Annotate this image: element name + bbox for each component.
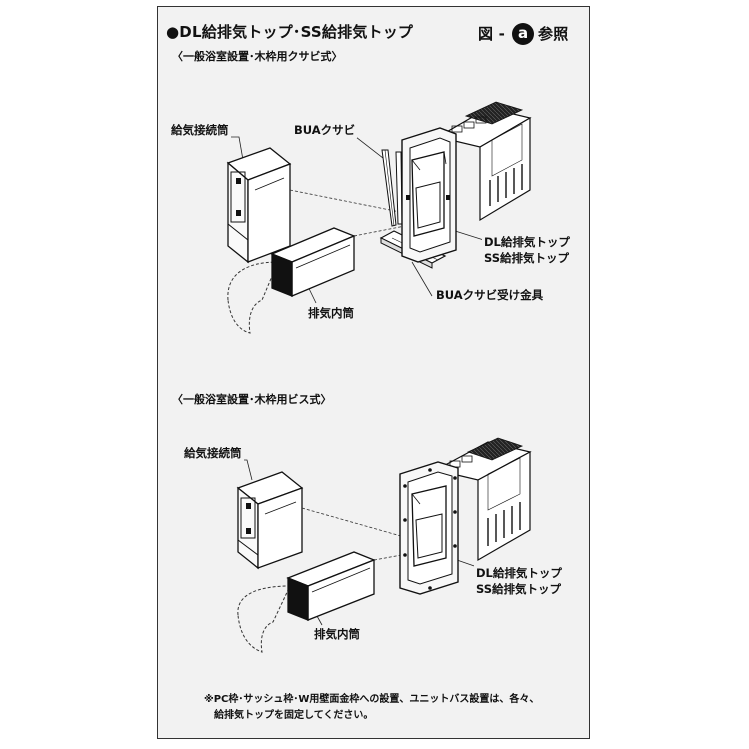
supply-connection-box-1	[226, 147, 292, 264]
section1-subtitle: 〈一般浴室設置･木枠用クサビ式〉	[172, 50, 343, 63]
dl-ss-vent-top-2	[399, 437, 532, 595]
figure-ref-prefix: 図 -	[478, 25, 506, 43]
section1-drawing	[183, 101, 532, 334]
label-vent-top-1-line2: SS給排気トップ	[482, 250, 572, 266]
figure-ref-letter-badge: a	[512, 23, 534, 45]
label-exhaust-inner-tube-2: 排気内筒	[312, 626, 362, 642]
section2-drawing	[184, 437, 532, 653]
footnote-line2: 給排気トップを固定してください。	[214, 710, 374, 721]
supply-connection-box-2	[236, 471, 304, 570]
label-supply-connection-tube-2: 給気接続筒	[182, 445, 244, 461]
label-exhaust-inner-tube-1: 排気内筒	[306, 305, 356, 321]
bua-wedge-1	[381, 149, 403, 227]
figure-ref-suffix: 参照	[538, 25, 569, 43]
label-vent-top-1-line1: DL給排気トップ	[482, 234, 572, 250]
exhaust-inner-tube-1	[270, 227, 356, 297]
diagram-title: ●DL給排気トップ･SS給排気トップ	[166, 23, 414, 41]
dl-ss-vent-top-1	[401, 101, 532, 263]
label-vent-top-2-line2: SS給排気トップ	[474, 581, 564, 597]
label-vent-top-2-line1: DL給排気トップ	[474, 565, 564, 581]
label-bua-wedge: BUAクサビ	[292, 122, 358, 138]
label-supply-connection-tube-1: 給気接続筒	[169, 122, 231, 138]
exhaust-inner-tube-2	[286, 551, 376, 621]
label-bua-wedge-bracket: BUAクサビ受け金具	[434, 287, 546, 303]
section2-subtitle: 〈一般浴室設置･木枠用ビス式〉	[172, 393, 332, 406]
footnote-line1: ※PC枠･サッシュ枠･W用壁面金枠への設置、ユニットバス設置は、各々、	[204, 694, 540, 705]
